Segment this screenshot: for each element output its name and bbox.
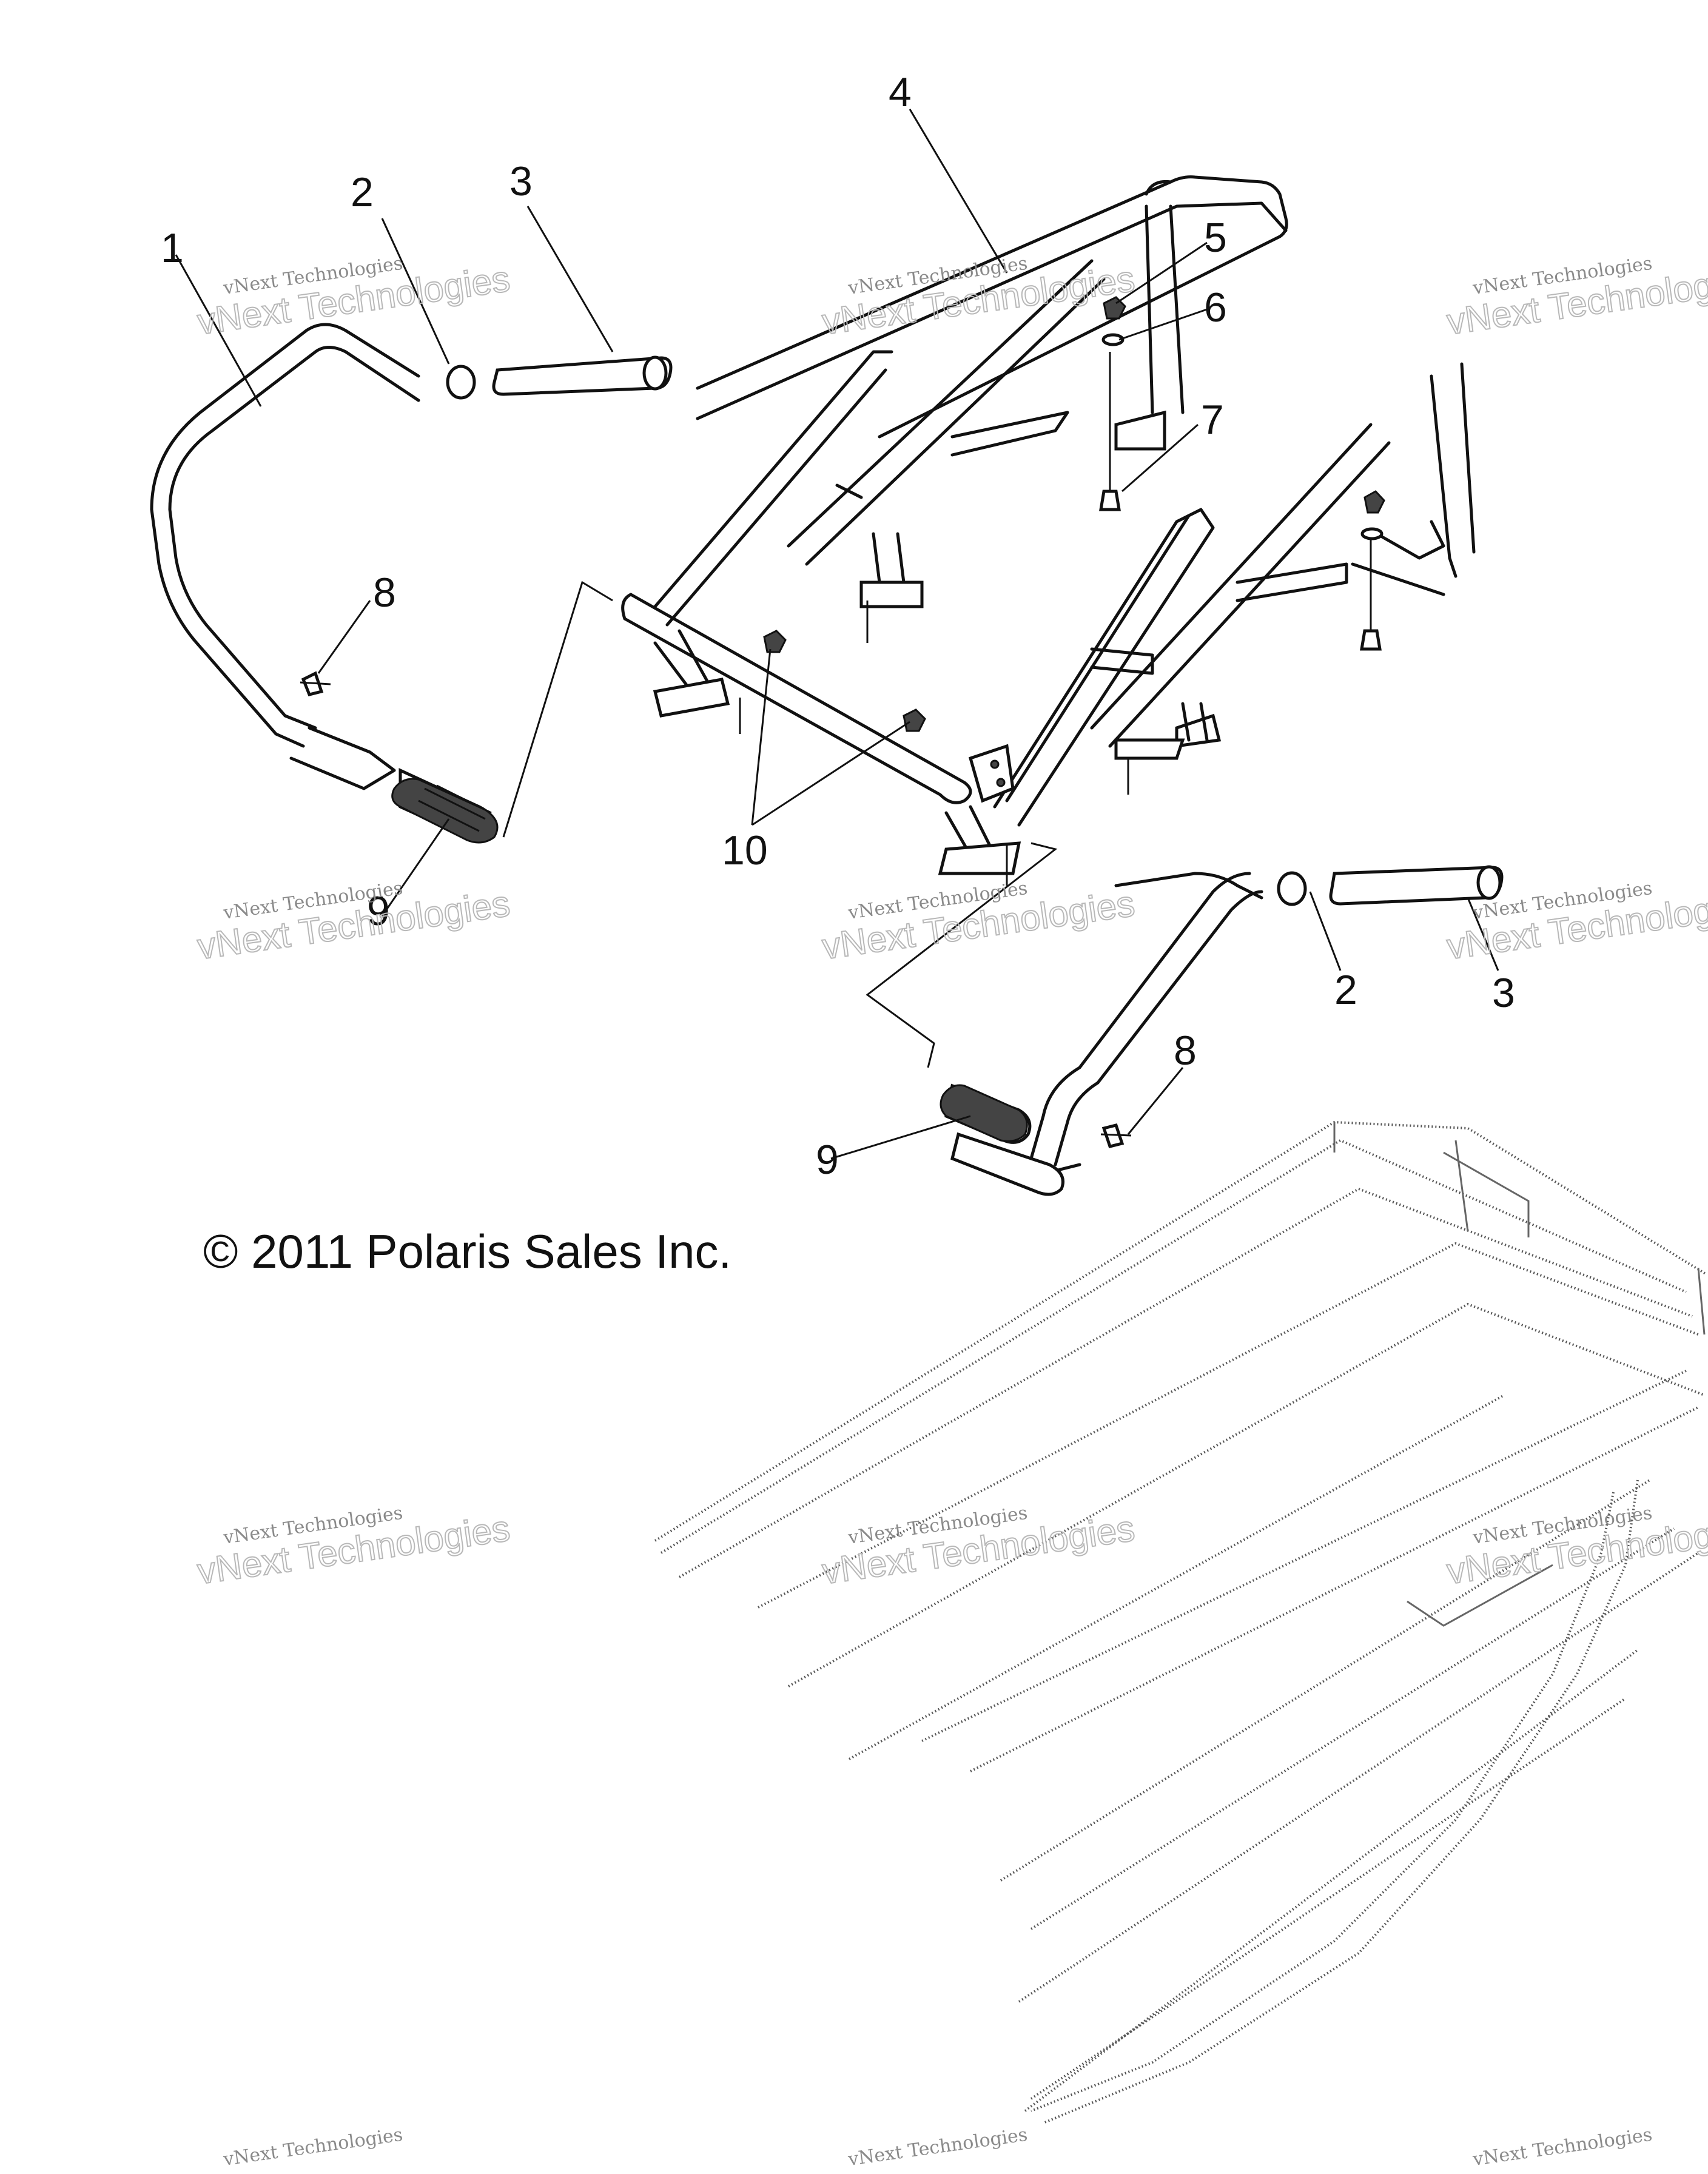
callout-4: 4 xyxy=(889,69,912,115)
callout-10: 10 xyxy=(722,827,768,873)
callout-labels: 1 2 3 4 5 6 7 8 9 10 2 3 8 9 xyxy=(161,69,1515,1183)
watermark: vNext Technologies xyxy=(221,2124,404,2170)
callout-3-right: 3 xyxy=(1492,970,1515,1016)
callout-2-left: 2 xyxy=(351,169,374,215)
left-handle-assembly xyxy=(150,323,673,844)
callout-6: 6 xyxy=(1204,284,1227,331)
copyright-notice: © 2011 Polaris Sales Inc. xyxy=(203,1225,731,1278)
watermarks: vNext Technologies vNext Technologies vNe… xyxy=(194,253,1708,2170)
callout-8-left: 8 xyxy=(373,570,396,616)
watermark: vNext Technologies xyxy=(1471,2124,1653,2170)
callout-9-left: 9 xyxy=(367,888,390,934)
callout-3-left: 3 xyxy=(509,158,533,204)
callout-5: 5 xyxy=(1204,215,1227,261)
watermark: vNext Technologies xyxy=(846,2124,1029,2170)
callout-1: 1 xyxy=(161,225,184,271)
callout-8-right: 8 xyxy=(1174,1028,1197,1074)
tunnel-outline xyxy=(654,1120,1707,2124)
right-handle-assembly xyxy=(940,865,1504,1196)
leader-lines xyxy=(175,109,1499,1160)
rack-frame xyxy=(621,175,1476,886)
callout-9-right: 9 xyxy=(816,1137,839,1183)
assembly-guide-line xyxy=(502,581,1058,1068)
callout-2-right: 2 xyxy=(1334,967,1357,1013)
callout-7: 7 xyxy=(1201,397,1224,443)
